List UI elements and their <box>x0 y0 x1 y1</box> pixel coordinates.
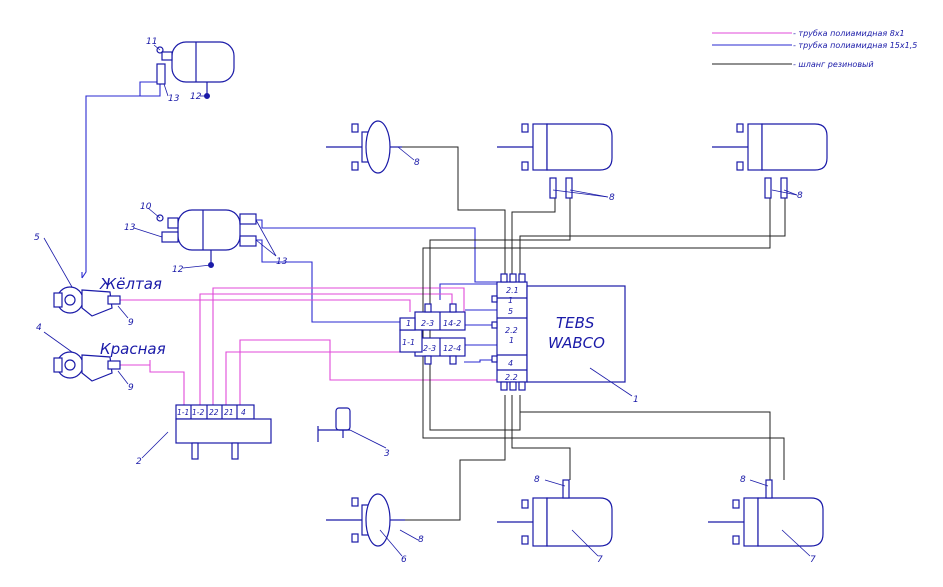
relay-port-14-2: 14-2 <box>443 319 461 328</box>
callout-8-top-middle: 8 <box>609 193 615 203</box>
callout-2: 2 <box>136 457 142 467</box>
tebs-port-4: 4 <box>508 359 513 368</box>
callout-1: 1 <box>633 395 639 405</box>
manifold-port-4: 4 <box>241 408 246 417</box>
brake-chamber-top-right <box>712 123 828 199</box>
legend-label-blue: - трубка полиамидная 15x1,5 <box>793 41 917 50</box>
relay-port-12-4: 12-4 <box>443 344 461 353</box>
relay-port-1: 1 <box>406 319 411 328</box>
manifold-port-22: 22 <box>209 408 219 417</box>
brake-chamber-bottom-right <box>708 479 824 547</box>
tebs-modulator: 2.1 1 5 2.2 1 4 2.2 TEBS WABCO <box>491 273 626 391</box>
coupling-head-yellow <box>53 286 121 317</box>
manifold-port-21: 21 <box>224 408 234 417</box>
callout-5: 5 <box>34 233 40 243</box>
relay-valve: 1 2-3 14-2 1-1 2-3 12-4 <box>399 303 466 365</box>
relay-port-1-1: 1-1 <box>402 338 415 347</box>
legend-label-pink: - трубка полиамидная 8x1 <box>793 29 905 38</box>
callout-leaders <box>43 44 811 557</box>
coupling-head-red <box>53 351 121 382</box>
callout-13-upper: 13 <box>168 94 180 104</box>
manifold-port-1-2: 1-2 <box>192 408 204 417</box>
tebs-port-2-1: 2.1 <box>506 286 519 295</box>
tebs-label: TEBS <box>556 314 595 332</box>
tebs-port-2-2-upper: 2.2 <box>505 326 518 335</box>
callout-8-bottom-right: 8 <box>740 475 746 485</box>
manifold-port-1-1: 1-1 <box>177 408 189 417</box>
callout-11: 11 <box>146 37 157 47</box>
callout-12-lower: 12 <box>172 265 184 275</box>
brake-chamber-top-middle <box>497 123 613 199</box>
callout-8-bottom-middle: 8 <box>534 475 540 485</box>
leveling-valve <box>317 407 351 442</box>
brake-chamber-bottom-left <box>326 493 405 547</box>
legend-label-black: - шланг резиновый <box>793 60 874 69</box>
callout-8-top-left: 8 <box>414 158 420 168</box>
pink-pipes <box>118 287 497 405</box>
blue-pipes <box>81 81 497 363</box>
coupling-label-yellow: Жёлтая <box>99 275 162 293</box>
callout-8-top-right: 8 <box>797 191 803 201</box>
air-tank-upper <box>156 41 235 99</box>
callout-9-red: 9 <box>128 383 134 393</box>
callout-13-right: 13 <box>276 257 288 267</box>
callout-10: 10 <box>140 202 152 212</box>
callout-13-left: 13 <box>124 223 136 233</box>
callout-8-bottom-left: 8 <box>418 535 424 545</box>
tebs-port-1: 1 <box>508 296 513 305</box>
callout-4: 4 <box>36 323 42 333</box>
brake-chamber-top-left <box>326 120 402 174</box>
callout-7-right: 7 <box>810 555 816 565</box>
tebs-port-2-2-lower: 2.2 <box>505 373 518 382</box>
callout-6: 6 <box>401 555 407 565</box>
relay-port-2-3-top: 2-3 <box>421 319 434 328</box>
callout-7-middle: 7 <box>597 555 603 565</box>
callout-12-upper: 12 <box>190 92 202 102</box>
wabco-label: WABCO <box>548 334 605 352</box>
relay-port-2-3-bottom: 2-3 <box>423 344 436 353</box>
legend: - трубка полиамидная 8x1 - трубка полиам… <box>712 29 917 69</box>
air-tank-lower <box>156 209 257 268</box>
coupling-label-red: Красная <box>100 340 166 358</box>
callout-9-yellow: 9 <box>128 318 134 328</box>
manifold-block: 1-1 1-2 22 21 4 <box>175 404 272 460</box>
callout-3: 3 <box>384 449 390 459</box>
brake-chamber-bottom-middle <box>497 479 613 547</box>
tebs-port-1-lower: 1 <box>509 336 514 345</box>
callout-numbers: 1 2 3 4 5 6 7 7 8 8 8 8 8 8 9 9 10 11 12… <box>34 37 816 565</box>
tebs-port-5: 5 <box>508 307 513 316</box>
